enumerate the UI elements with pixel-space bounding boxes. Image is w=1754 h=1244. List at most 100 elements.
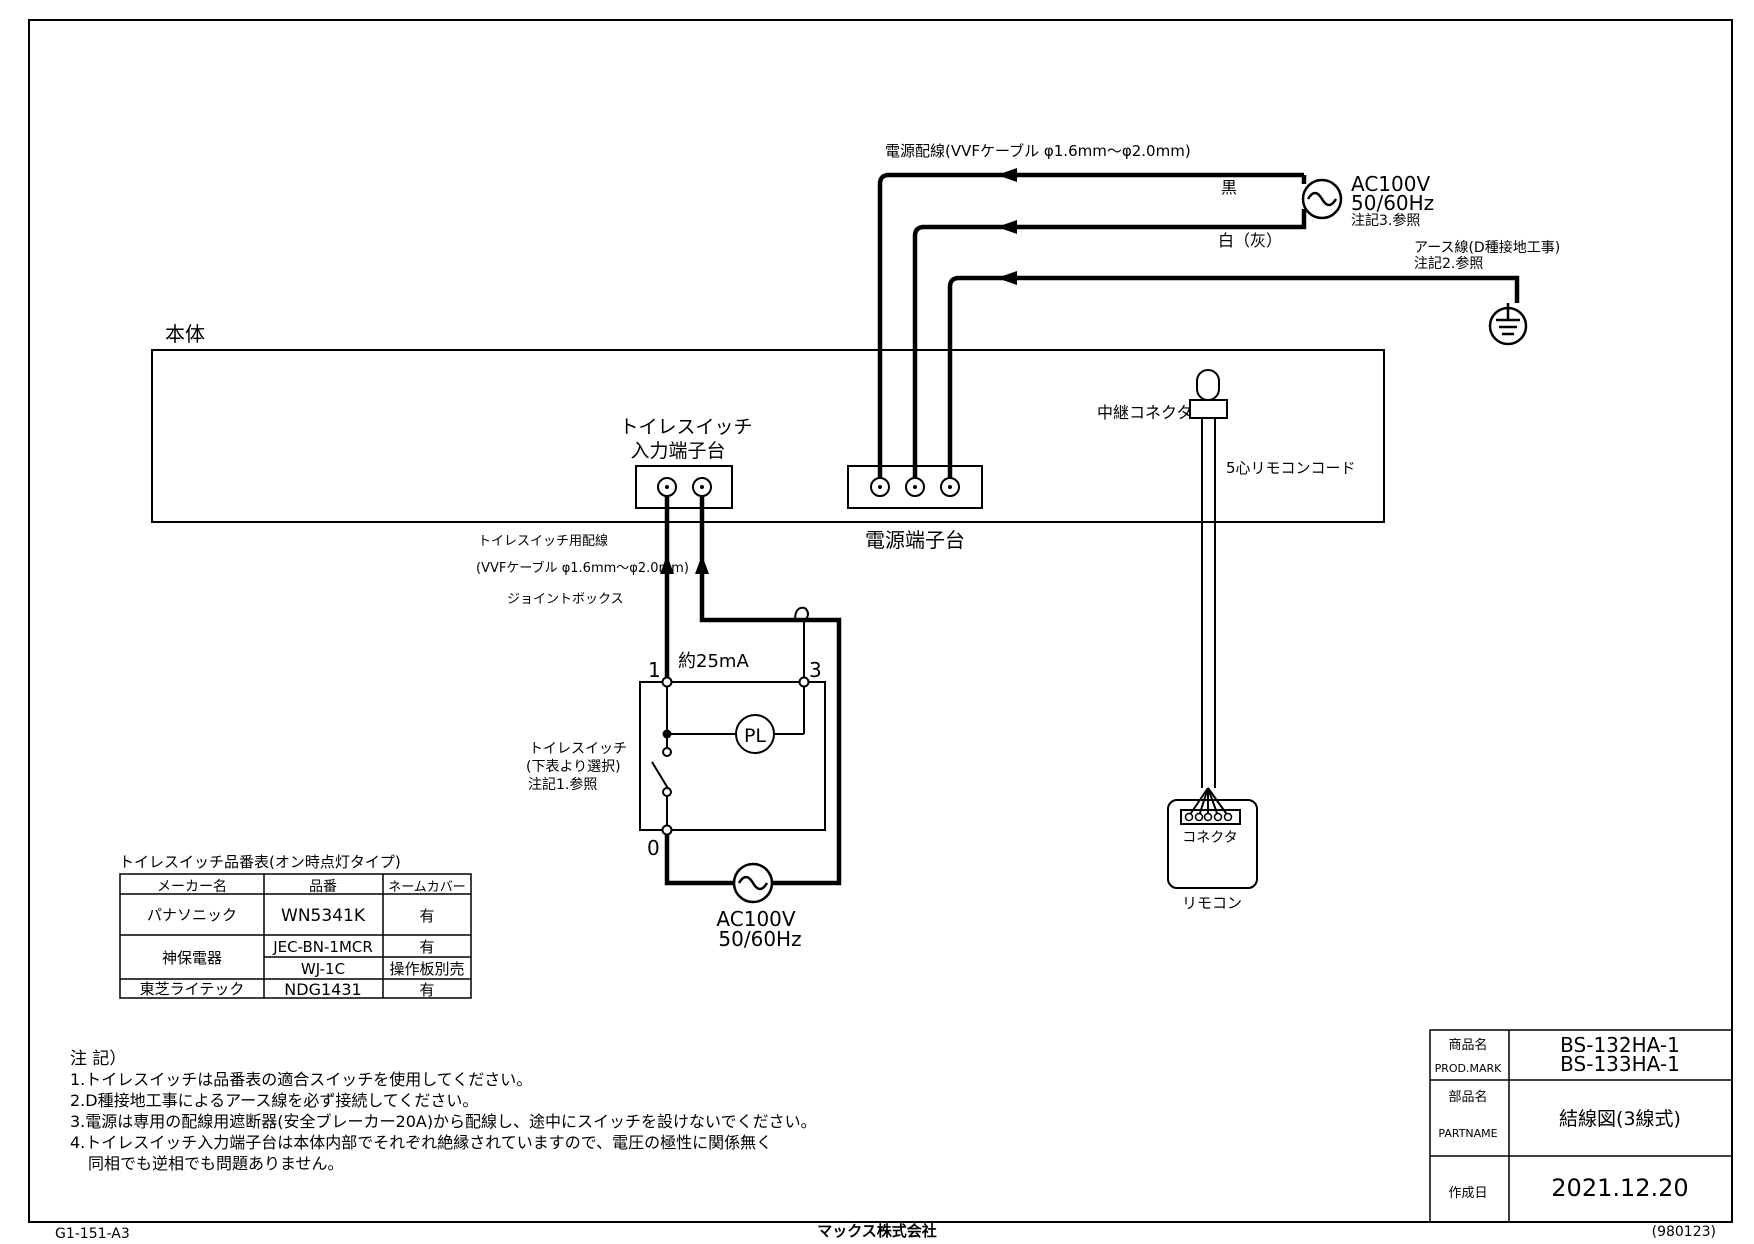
table-cell-maker: 神保電器 — [162, 949, 222, 967]
terminal-3-label: 3 — [809, 658, 822, 682]
switch-wiring-label: トイレスイッチ用配線 — [478, 533, 608, 549]
company-name: マックス株式会社 — [817, 1222, 937, 1240]
arrow-icon — [695, 555, 709, 574]
remote-connector-label: コネクタ — [1182, 830, 1237, 846]
creation-date: 2021.12.20 — [1551, 1174, 1688, 1202]
drawing-frame — [28, 19, 1733, 1223]
part-label-en: PARTNAME — [1438, 1127, 1497, 1140]
switch-label-2: (下表より選択) — [526, 759, 621, 775]
table-header-maker: メーカー名 — [157, 879, 227, 895]
switch-contact — [662, 787, 672, 797]
switch-current: 約25mA — [678, 651, 749, 672]
table-cell-cover: 操作板別売 — [389, 960, 464, 978]
switch-table — [119, 873, 472, 999]
doc-code: G1-151-A3 — [55, 1226, 130, 1240]
joint-box-icon — [794, 606, 809, 621]
notes-title: 注 記） — [70, 1049, 126, 1069]
terminal-screw — [700, 485, 704, 489]
remote-controller — [1167, 799, 1258, 889]
note-item: 1.トイレスイッチは品番表の適合スイッチを使用してください。 — [70, 1070, 532, 1089]
main-body-label: 本体 — [165, 322, 205, 346]
table-cell-part: NDG1431 — [284, 980, 361, 999]
terminal-node — [661, 824, 673, 836]
switch-ac-frequency: 50/60Hz — [718, 927, 801, 951]
table-cell-part: JEC-BN-1MCR — [272, 938, 373, 956]
wire-black — [877, 172, 1304, 478]
wire-black-label: 黒 — [1221, 178, 1237, 197]
ground-label: アース線(D種接地工事) — [1414, 239, 1560, 256]
table-header-cover: ネームカバー — [388, 880, 466, 895]
note-item: 3.電源は専用の配線用遮断器(安全ブレーカー20A)から配線し、途中にスイッチを… — [70, 1112, 817, 1131]
relay-connector-label: 中継コネクタ — [1097, 403, 1192, 422]
switch-wiring-cable: (VVFケーブル φ1.6mm～φ2.0mm) — [476, 560, 689, 576]
terminal-screw — [665, 485, 669, 489]
switch-lever — [651, 761, 670, 791]
date-label: 作成日 — [1448, 1186, 1487, 1201]
ac-wave-icon — [1306, 191, 1338, 207]
product-label-jp: 商品名 — [1448, 1037, 1487, 1053]
product-name-1: BS-132HA-1 — [1560, 1033, 1680, 1057]
remote-pin — [1223, 812, 1233, 822]
terminal-1-label: 1 — [648, 658, 661, 682]
ac-note-ref: 注記3.参照 — [1351, 212, 1420, 229]
table-cell-cover: 有 — [419, 981, 434, 999]
note-item: 2.D種接地工事によるアース線を必ず接続してください。 — [70, 1091, 478, 1110]
ac-frequency: 50/60Hz — [1351, 191, 1434, 215]
relay-connector-body — [1196, 369, 1220, 401]
terminal-screw — [913, 485, 917, 489]
terminal-screw — [878, 485, 882, 489]
remote-connector — [1180, 809, 1241, 825]
note-item: 4.トイレスイッチ入力端子台は本体内部でそれぞれ絶縁されていますので、電圧の極性… — [70, 1133, 772, 1152]
ac-wave-icon — [737, 875, 769, 891]
title-block — [1429, 1029, 1733, 1223]
wire-white — [912, 209, 1307, 478]
arrow-icon — [997, 168, 1017, 182]
switch-table-title: トイレスイッチ品番表(オン時点灯タイプ) — [119, 853, 401, 871]
table-cell-part: WN5341K — [281, 906, 366, 926]
power-cable-label: 電源配線(VVFケーブル φ1.6mm～φ2.0mm) — [885, 142, 1191, 160]
terminal-0-label: 0 — [647, 836, 660, 860]
pilot-lamp-icon — [735, 714, 775, 754]
product-label-en: PROD.MARK — [1435, 1062, 1503, 1075]
switch-wire-2 — [664, 496, 842, 886]
remote-cord-fanout — [1188, 787, 1229, 817]
table-cell-cover: 有 — [419, 938, 434, 956]
toilet-switch-terminal-block — [635, 465, 733, 509]
switch-label-3: 注記1.参照 — [528, 776, 597, 793]
part-label-jp: 部品名 — [1448, 1089, 1487, 1105]
pilot-lamp-label: PL — [744, 725, 766, 747]
table-cell-cover: 有 — [419, 907, 434, 925]
table-header-part: 品番 — [309, 879, 337, 895]
ground-note-ref: 注記2.参照 — [1414, 255, 1483, 272]
product-name-2: BS-133HA-1 — [1560, 1052, 1680, 1076]
wire-white-label: 白（灰） — [1218, 231, 1282, 250]
toilet-switch-terminal-label-1: トイレスイッチ — [619, 416, 752, 438]
table-cell-maker: パナソニック — [147, 906, 237, 924]
terminal-node — [661, 676, 673, 688]
power-terminal-label: 電源端子台 — [865, 528, 965, 552]
switch-label-1: トイレスイッチ — [529, 741, 627, 757]
remote-pin — [1203, 812, 1213, 822]
part-name: 結線図(3線式) — [1559, 1108, 1681, 1130]
terminal-screw — [948, 485, 952, 489]
note-item: 同相でも逆相でも問題ありません。 — [88, 1154, 344, 1173]
wire-ground — [947, 275, 1520, 478]
table-cell-maker: 東芝ライテック — [140, 980, 245, 998]
remote-pin — [1184, 812, 1194, 822]
remote-cord-label: 5心リモコンコード — [1226, 459, 1356, 477]
switch-contact — [662, 747, 672, 757]
relay-connector — [1189, 399, 1228, 419]
table-cell-part: WJ-1C — [301, 960, 345, 978]
ac-voltage: AC100V — [1351, 172, 1430, 196]
remote-pin — [1194, 812, 1204, 822]
toilet-switch-terminal-label-2: 入力端子台 — [630, 440, 725, 462]
arrow-icon — [660, 555, 674, 574]
terminal-node — [798, 676, 810, 688]
arrow-icon — [997, 271, 1017, 285]
main-body-box — [151, 349, 1385, 523]
arrow-icon — [997, 220, 1017, 234]
revision-code: (980123) — [1652, 1224, 1716, 1240]
switch-ac-voltage: AC100V — [716, 907, 795, 931]
